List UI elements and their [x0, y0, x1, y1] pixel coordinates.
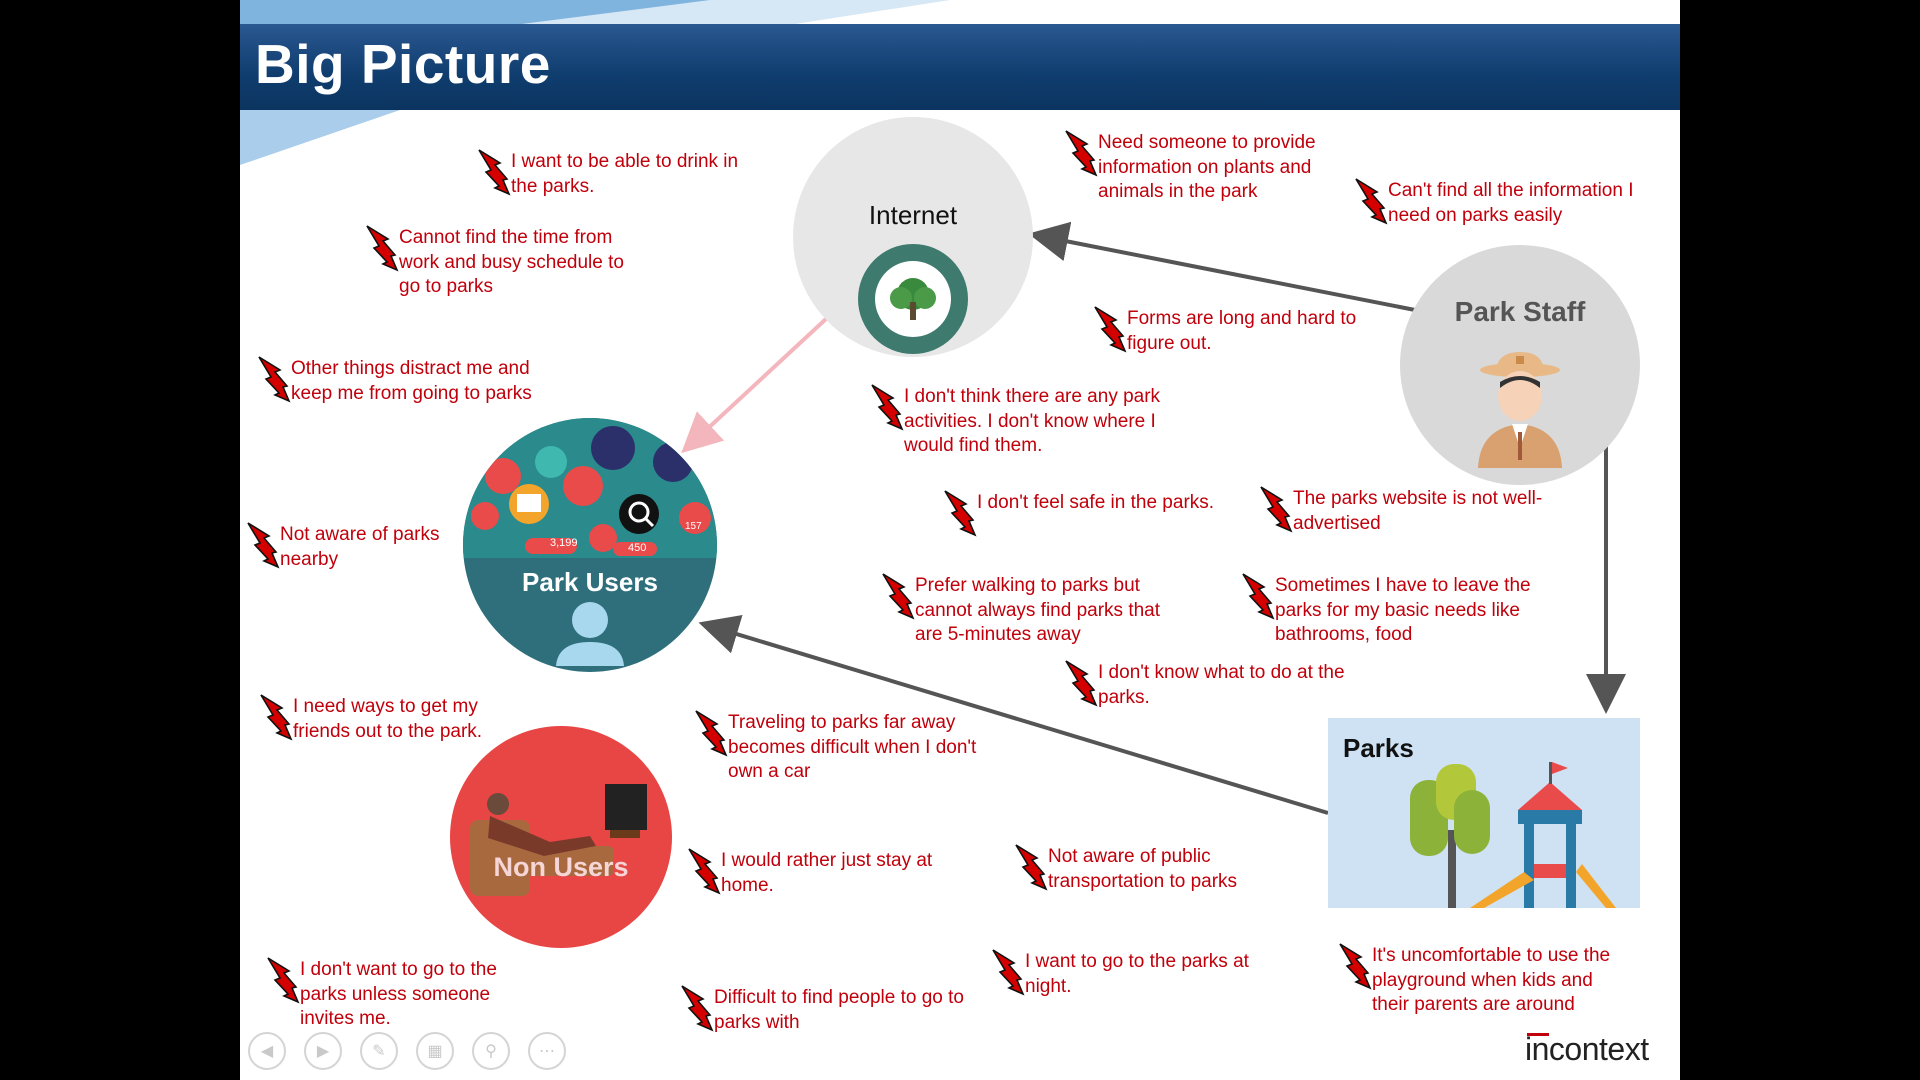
more-icon: ⋯ — [539, 1043, 555, 1060]
lightning-bolt-icon — [267, 957, 300, 1004]
chevron-left-icon: ◀ — [260, 1043, 274, 1060]
lightning-bolt-icon — [1065, 660, 1098, 707]
lightning-bolt-icon — [258, 356, 291, 403]
pain-point: I want to be able to drink in the parks. — [511, 151, 739, 197]
montgomery-parks-logo — [858, 244, 968, 354]
zoom-button[interactable]: ⚲ — [472, 1032, 510, 1070]
pain-point: Not aware of parks nearby — [280, 524, 440, 570]
connector-layer — [681, 221, 1626, 815]
lightning-bolt-icon — [871, 384, 904, 431]
pain-point: Forms are long and hard to figure out. — [1127, 308, 1357, 354]
slide-title: Big Picture — [255, 33, 551, 95]
slides-button[interactable]: ▦ — [416, 1032, 454, 1070]
parks-label: Parks — [1343, 733, 1414, 763]
pain-point: It's uncomfortable to use the playground… — [1372, 945, 1611, 1015]
lightning-bolt-icon — [1242, 573, 1275, 620]
lightning-bolt-icon — [478, 149, 511, 196]
magnifier-icon: ⚲ — [485, 1043, 497, 1060]
pain-point: Sometimes I have to leave the parks for … — [1275, 575, 1531, 645]
playground-icon — [1410, 762, 1616, 908]
lightning-bolt-icon — [882, 573, 915, 620]
badge-likes: 3,199 — [550, 537, 578, 549]
logo-accent — [1527, 1033, 1549, 1036]
internet-label: Internet — [868, 200, 958, 230]
non-users-label: Non Users — [493, 852, 629, 882]
couch-person-icon — [470, 784, 647, 896]
next-slide-button[interactable]: ▶ — [304, 1032, 342, 1070]
more-options-button[interactable]: ⋯ — [528, 1032, 566, 1070]
pen-button[interactable]: ✎ — [360, 1032, 398, 1070]
arrow-staff-to-internet — [1028, 221, 1416, 312]
lightning-bolt-icon — [1094, 306, 1127, 353]
chevron-right-icon: ▶ — [316, 1043, 330, 1060]
badge-count: 157 — [685, 521, 702, 532]
pain-point: Prefer walking to parks but cannot alway… — [915, 575, 1161, 645]
park-users-label: Park Users — [522, 567, 658, 597]
incontext-logo: incontext — [1525, 1031, 1649, 1067]
pen-icon: ✎ — [372, 1043, 386, 1060]
pain-point: I don't think there are any park activit… — [904, 386, 1161, 456]
pain-point: I don't want to go to the parks unless s… — [300, 959, 497, 1029]
slides-grid-icon: ▦ — [427, 1043, 443, 1060]
pain-point: Cannot find the time from work and busy … — [399, 227, 624, 297]
pain-point: The parks website is not well-advertised — [1293, 488, 1543, 534]
title-bar — [240, 24, 1680, 110]
lightning-bolt-icon — [1339, 943, 1372, 990]
pain-point: Need someone to provide information on p… — [1098, 132, 1316, 202]
lightning-bolt-icon — [1260, 486, 1293, 533]
pain-point: I would rather just stay at home. — [721, 850, 933, 896]
user-icon — [556, 602, 624, 666]
lightning-bolt-icon — [695, 710, 728, 757]
park-staff-label: Park Staff — [1454, 296, 1586, 327]
pain-point: Not aware of public transportation to pa… — [1048, 846, 1238, 892]
lightning-bolt-icon — [260, 694, 293, 741]
pain-point: I don't feel safe in the parks. — [977, 492, 1215, 513]
lightning-bolt-icon — [992, 949, 1025, 996]
lightning-bolt-icon — [1015, 844, 1048, 891]
lightning-bolt-icon — [1355, 178, 1388, 225]
arrow-internet-to-users — [681, 316, 829, 454]
lightning-bolt-icon — [247, 522, 280, 569]
lightning-bolt-icon — [681, 985, 714, 1032]
pain-point: I need ways to get my friends out to the… — [293, 696, 483, 742]
pain-point: Can't find all the information I need on… — [1388, 180, 1634, 226]
arrow-parks-to-users — [698, 614, 1329, 815]
lightning-bolt-icon — [366, 225, 399, 272]
pain-point: Difficult to find people to go to parks … — [714, 987, 964, 1033]
lightning-bolt-icon — [688, 848, 721, 895]
pain-point: Other things distract me and keep me fro… — [291, 358, 532, 404]
ranger-icon — [1478, 352, 1562, 468]
badge-comments: 450 — [628, 542, 647, 554]
pain-point: Traveling to parks far away becomes diff… — [728, 712, 977, 782]
slide: Big Picture Internet Park Staff — [240, 0, 1680, 1080]
prev-slide-button[interactable]: ◀ — [248, 1032, 286, 1070]
lightning-bolt-icon — [944, 490, 977, 537]
lightning-bolt-icon — [1065, 130, 1098, 177]
pain-point: I don't know what to do at the parks. — [1098, 662, 1345, 708]
pain-point: I want to go to the parks at night. — [1025, 951, 1249, 997]
